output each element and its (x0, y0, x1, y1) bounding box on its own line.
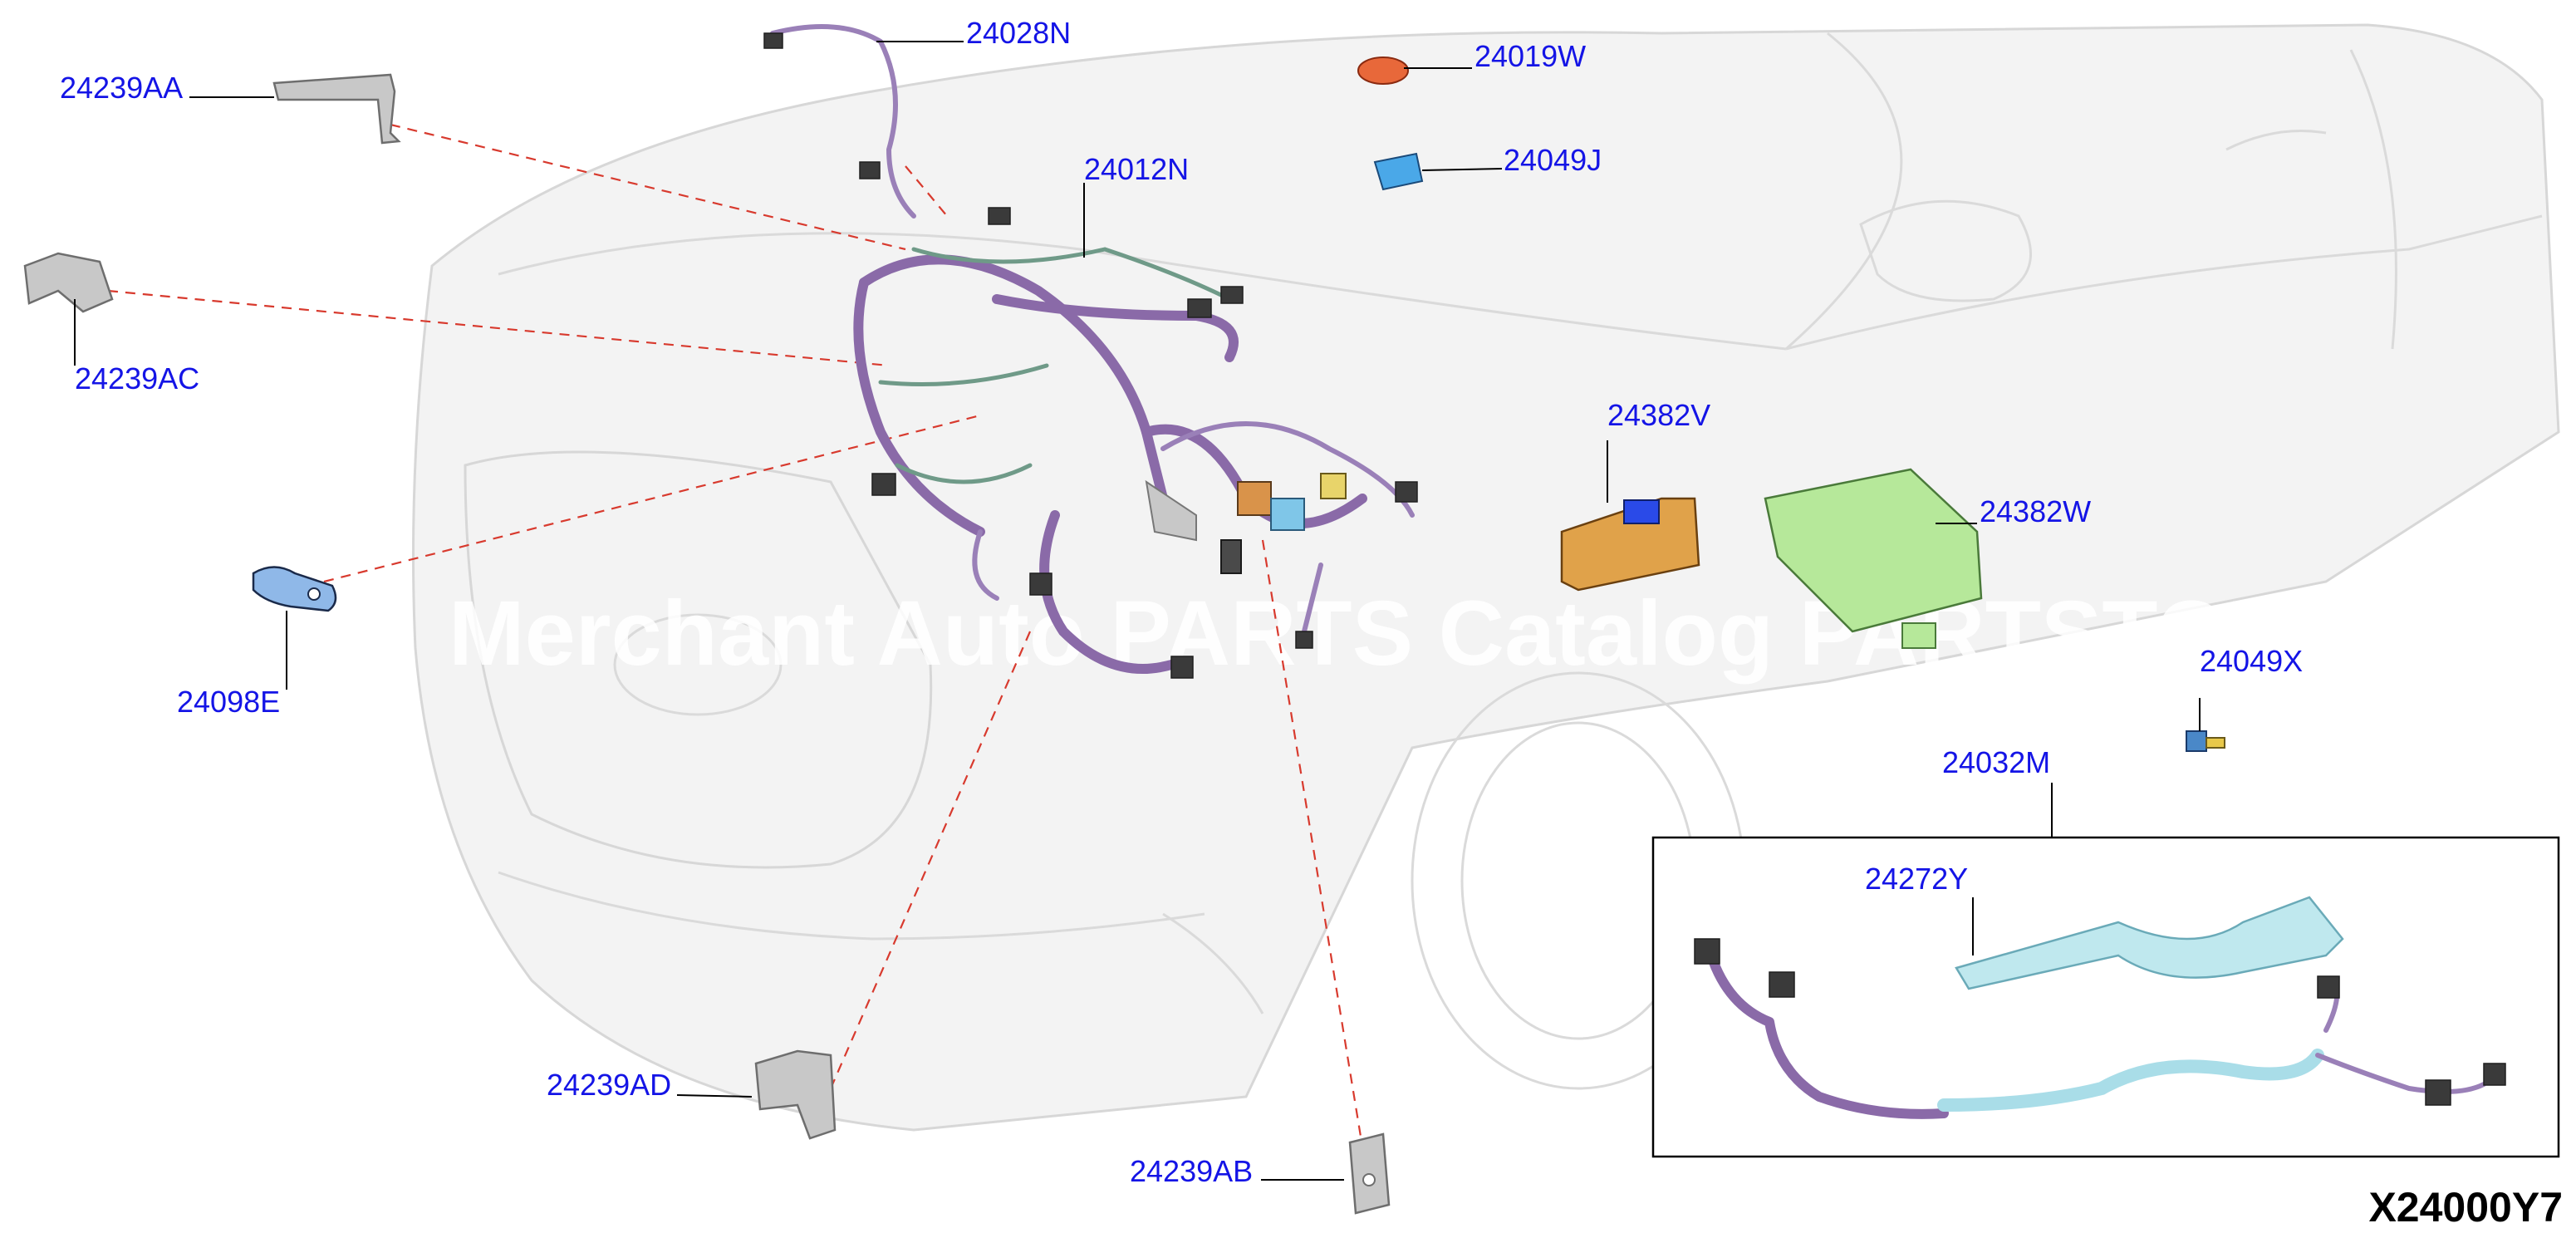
label-24382V: 24382V (1607, 398, 1710, 432)
sensor-24049X (2186, 730, 2225, 752)
label-24239AA: 24239AA (60, 71, 183, 105)
bracket-24239AB (1348, 1132, 1391, 1215)
label-24239AC: 24239AC (75, 361, 199, 395)
bracket-24239AA (272, 73, 401, 145)
engine-room-harness (763, 24, 1418, 679)
label-24272Y: 24272Y (1865, 862, 1968, 896)
label-24049X: 24049X (2200, 644, 2303, 678)
clip-24098E (252, 566, 337, 612)
label-24239AD: 24239AD (547, 1068, 671, 1102)
grommet-24019W (1357, 56, 1409, 85)
label-24239AB: 24239AB (1130, 1154, 1253, 1188)
label-24012N: 24012N (1084, 152, 1189, 186)
diagram-code: X24000Y7 (2368, 1184, 2563, 1231)
label-24098E: 24098E (177, 685, 280, 719)
label-24019W: 24019W (1474, 39, 1586, 73)
label-24049J: 24049J (1504, 143, 1602, 177)
ipdm-24382W (1764, 468, 1983, 649)
bracket-24239AD (754, 1049, 837, 1140)
leader-lines (74, 41, 2201, 1181)
fuse-box-24382V (1560, 497, 1700, 592)
watermark: Merchant Auto PARTS Catalog PARTSTOP (449, 582, 2288, 685)
bracket-24239AC (23, 252, 114, 313)
vehicle-outline (412, 23, 2560, 1132)
inset-harness-24032M (1651, 836, 2560, 1158)
connector-24049J (1373, 152, 1424, 191)
label-24028N: 24028N (966, 16, 1071, 50)
label-24032M: 24032M (1942, 745, 2050, 779)
label-24382W: 24382W (1980, 494, 2091, 528)
